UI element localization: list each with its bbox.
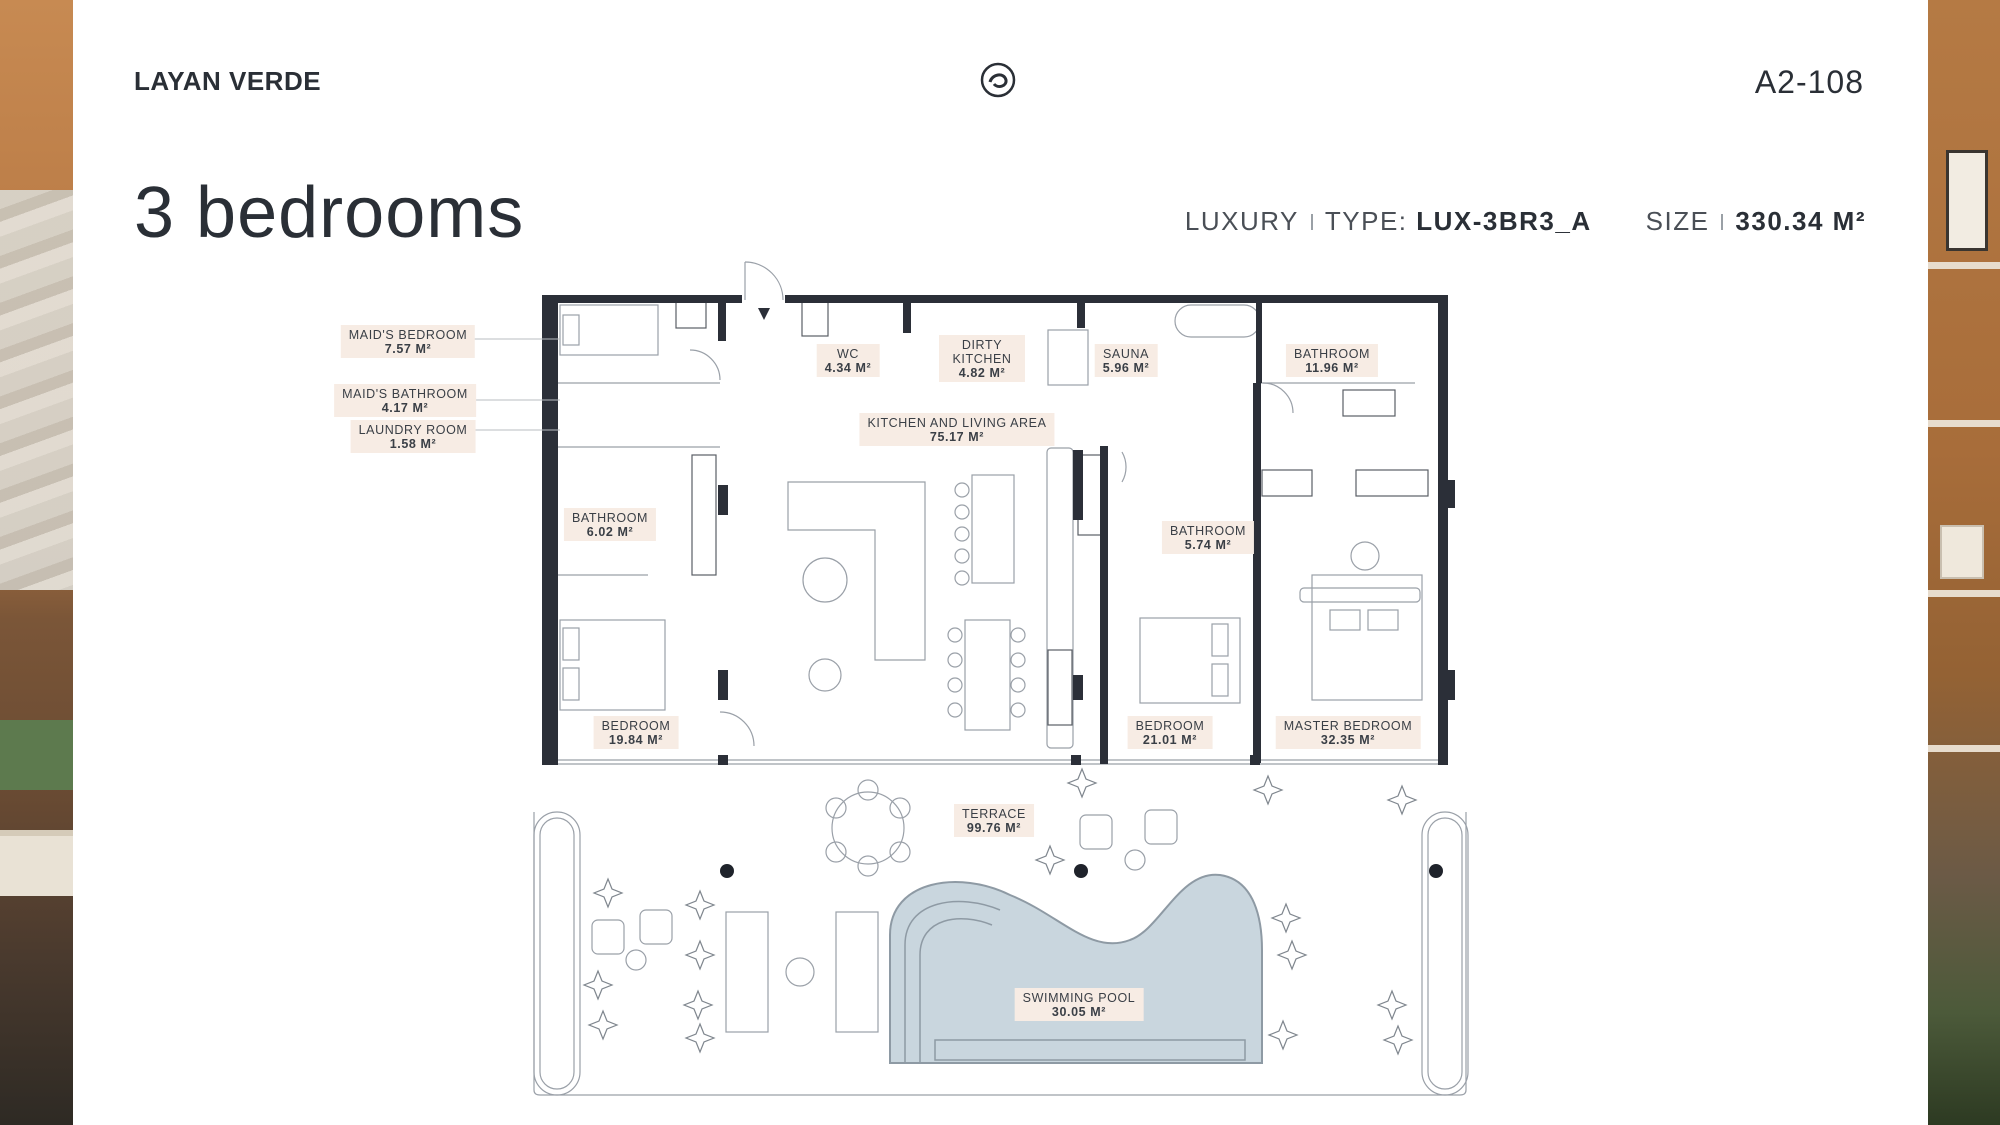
entry-arrow-icon [758, 308, 770, 320]
size-label: SIZE [1645, 206, 1710, 236]
room-label-bedroom-left: BEDROOM 19.84 M² [593, 716, 679, 749]
category-label: LUXURY [1184, 206, 1299, 236]
room-name: MAID'S BATHROOM [342, 387, 468, 401]
lounger [725, 911, 769, 1033]
left-photo-strip [0, 0, 73, 1125]
room-label-bathroom-left: BATHROOM 6.02 M² [563, 508, 657, 541]
room-label-swimming-pool: SWIMMING POOL 30.05 M² [1014, 988, 1144, 1021]
room-name: KITCHEN AND LIVING AREA [867, 416, 1047, 430]
shelf [1928, 745, 2000, 752]
room-name: DIRTY KITCHEN [952, 338, 1012, 366]
bed-middle [1139, 617, 1241, 704]
wardrobe [675, 301, 707, 329]
room-area: 6.02 M² [586, 525, 634, 539]
kitchen-counter [1046, 447, 1074, 749]
planter-left [533, 811, 581, 1096]
wardrobe [1355, 469, 1429, 497]
room-name: MASTER BEDROOM [1283, 719, 1413, 733]
room-label-sauna: SAUNA 5.96 M² [1094, 344, 1158, 377]
room-name: BATHROOM [1169, 524, 1247, 538]
separator [1310, 213, 1313, 230]
maid-bed [559, 304, 659, 356]
wardrobe [801, 301, 829, 337]
room-label-terrace: TERRACE 99.76 M² [954, 804, 1034, 837]
size-value: 330.34 M² [1735, 206, 1866, 236]
chair-image [0, 830, 73, 896]
decor-box-image [1940, 525, 1984, 579]
room-area: 21.01 M² [1142, 733, 1198, 747]
bathtub [1174, 304, 1261, 338]
room-name: BATHROOM [571, 511, 649, 525]
room-area: 30.05 M² [1051, 1005, 1107, 1019]
room-label-maids-bathroom: MAID'S BATHROOM 4.17 M² [334, 384, 476, 417]
room-name: MAID'S BEDROOM [348, 328, 468, 342]
room-name: SAUNA [1102, 347, 1150, 361]
terrace-outline [533, 812, 1467, 1096]
unit-code: A2-108 [1754, 64, 1864, 100]
table-image [0, 720, 73, 790]
lounger [835, 911, 879, 1033]
room-area: 4.17 M² [381, 401, 429, 415]
room-label-wc: WC 4.34 M² [816, 344, 880, 377]
room-name: BATHROOM [1293, 347, 1371, 361]
right-photo-strip [1928, 0, 2000, 1125]
terrace-table [831, 791, 905, 865]
room-label-bathroom-master: BATHROOM 11.96 M² [1285, 344, 1379, 377]
room-area: 99.76 M² [966, 821, 1022, 835]
room-label-kitchen-living: KITCHEN AND LIVING AREA 75.17 M² [859, 413, 1055, 446]
room-label-master-bedroom: MASTER BEDROOM 32.35 M² [1275, 716, 1421, 749]
planter-right [1421, 811, 1469, 1096]
picture-frame-image [1946, 150, 1988, 251]
room-name: BEDROOM [1135, 719, 1205, 733]
room-area: 4.34 M² [824, 361, 872, 375]
room-name: TERRACE [962, 807, 1026, 821]
room-label-bathroom-middle: BATHROOM 5.74 M² [1161, 521, 1255, 554]
column [1429, 864, 1443, 878]
shelf [1928, 420, 2000, 427]
master-bed [1311, 574, 1423, 701]
walls [542, 295, 1455, 765]
column [1074, 864, 1088, 878]
room-name: WC [836, 347, 860, 361]
room-area: 7.57 M² [384, 342, 432, 356]
unit-specs: LUXURY TYPE: LUX-3BR3_A SIZE 330.34 M² [1185, 206, 1866, 237]
kitchen-island [971, 474, 1015, 584]
room-area: 75.17 M² [929, 430, 985, 444]
room-area: 5.74 M² [1184, 538, 1232, 552]
type-label: TYPE: [1324, 206, 1408, 236]
room-area: 4.82 M² [958, 366, 1006, 380]
wardrobe [1047, 649, 1073, 726]
type-value: LUX-3BR3_A [1416, 206, 1592, 236]
wardrobe [1261, 469, 1313, 497]
wardrobe [691, 454, 717, 576]
marble-wall-image [0, 190, 73, 590]
room-label-maids-bedroom: MAID'S BEDROOM 7.57 M² [340, 325, 476, 358]
bed-left [559, 619, 666, 711]
separator [1721, 213, 1724, 230]
page-title: 3 bedrooms [134, 173, 525, 253]
dining-table [964, 619, 1011, 731]
shelf [1928, 590, 2000, 597]
room-label-dirty-kitchen: DIRTY KITCHEN 4.82 M² [939, 335, 1025, 382]
column [720, 864, 734, 878]
plants [582, 767, 1418, 1056]
room-name: LAUNDRY ROOM [358, 423, 468, 437]
wardrobe [1342, 389, 1396, 417]
room-name: SWIMMING POOL [1022, 991, 1136, 1005]
round-table [802, 557, 848, 603]
room-area: 1.58 M² [389, 437, 437, 451]
sofa [787, 481, 926, 661]
room-name: BEDROOM [601, 719, 671, 733]
room-area: 11.96 M² [1305, 361, 1359, 375]
brand-name: LAYAN VERDE [134, 66, 322, 96]
room-area: 19.84 M² [608, 733, 664, 747]
entry-door [744, 261, 784, 301]
room-area: 5.96 M² [1102, 361, 1150, 375]
room-label-bedroom-middle: BEDROOM 21.01 M² [1127, 716, 1213, 749]
shelf [1928, 262, 2000, 269]
circle-swirl-logo-icon [980, 62, 1016, 98]
room-area: 32.35 M² [1320, 733, 1376, 747]
room-label-laundry-room: LAUNDRY ROOM 1.58 M² [350, 420, 476, 453]
